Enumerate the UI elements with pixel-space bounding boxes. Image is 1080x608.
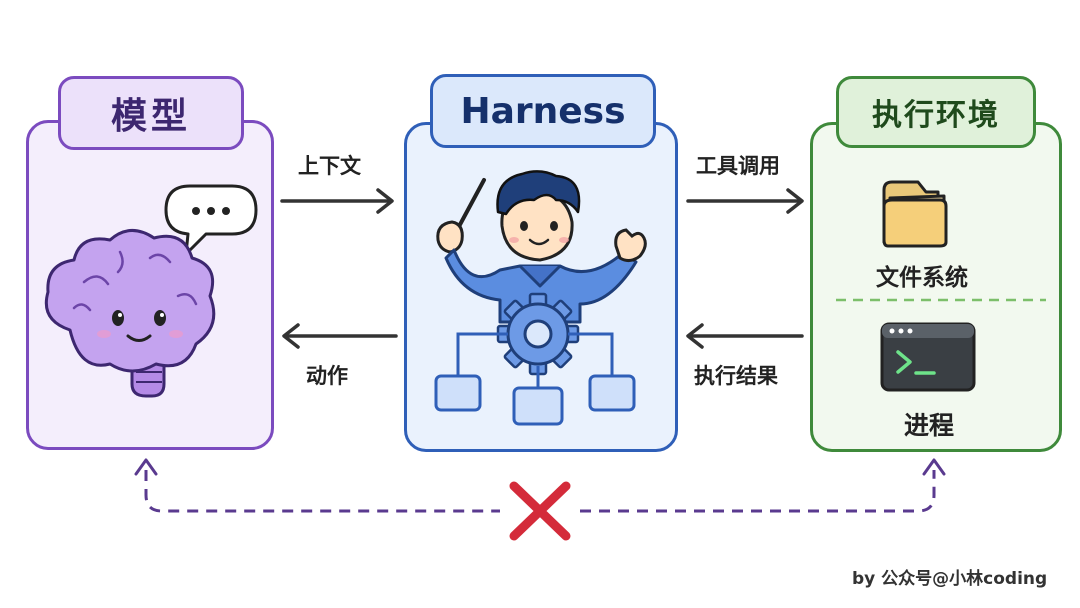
filesystem-label: 文件系统	[876, 265, 968, 291]
harness-title: Harness	[430, 74, 656, 148]
model-title: 模型	[58, 76, 244, 150]
credit-watermark: by 公众号@小林coding	[852, 569, 1048, 589]
exec-result-arrow-label: 执行结果	[694, 364, 778, 388]
process-label: 进程	[904, 411, 955, 440]
action-arrow-label: 动作	[306, 364, 348, 388]
environment-panel	[810, 122, 1062, 452]
arrow-context	[280, 188, 394, 214]
environment-title: 执行环境	[836, 76, 1036, 148]
conductor-icon	[436, 170, 647, 324]
folder-icon	[882, 180, 948, 248]
tool-call-arrow-label: 工具调用	[696, 154, 780, 178]
arrow-exec-result	[686, 323, 804, 349]
brain-icon	[44, 229, 216, 398]
arrow-action	[282, 323, 398, 349]
context-arrow-label: 上下文	[298, 154, 361, 178]
blocked-direct-link	[134, 458, 946, 513]
flow-chart-icon	[434, 332, 636, 426]
arrow-tool-call	[686, 188, 804, 214]
red-x-icon	[509, 481, 571, 541]
terminal-icon	[880, 322, 976, 392]
gear-icon	[496, 292, 580, 376]
speech-bubble-icon	[164, 184, 258, 256]
